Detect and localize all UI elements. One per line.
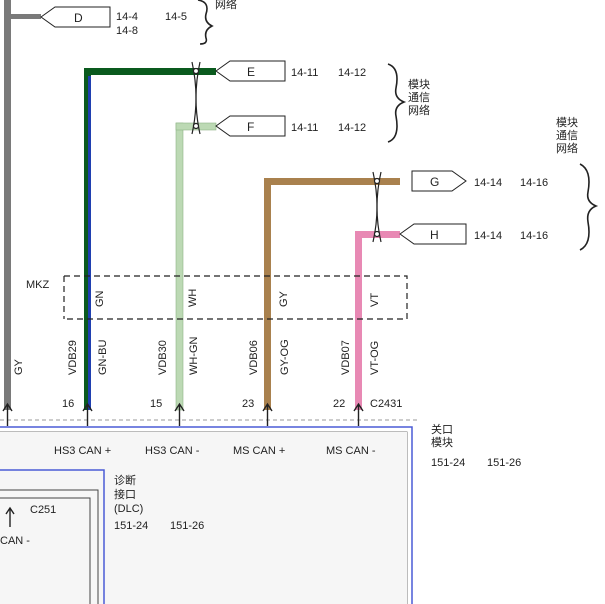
connector-e-ref-1: 14-11	[291, 67, 318, 79]
wire-gy-og	[264, 178, 400, 410]
gateway-pin-ms-can-minus: MS CAN -	[326, 445, 376, 457]
option-color-wh: WH	[187, 289, 199, 307]
twisted-pair-gh	[372, 171, 382, 243]
svg-text:通信: 通信	[556, 129, 578, 142]
gateway-ref-1: 151-24	[431, 457, 465, 469]
mkz-option-box: MKZ	[26, 275, 408, 320]
wire-gy	[4, 0, 11, 410]
dlc-name-1: 诊断	[114, 473, 136, 487]
dlc-ref-2: 151-26	[170, 520, 204, 532]
color-code-gy: GY	[13, 358, 25, 375]
connector-h-letter: H	[430, 228, 439, 242]
connector-h-ref-2: 14-16	[520, 230, 548, 242]
gateway-ref-2: 151-26	[487, 457, 521, 469]
connector-d: D 14-4 14-8 14-5	[40, 6, 187, 37]
network-label-right: 模块 通信 网络	[556, 116, 578, 155]
connector-h-ref-1: 14-14	[474, 230, 502, 242]
brace-right	[579, 163, 599, 251]
mkz-label: MKZ	[26, 279, 50, 291]
circuit-vdb07: VDB07	[340, 340, 352, 375]
svg-text:网络: 网络	[556, 141, 578, 155]
pin-terminals	[2, 402, 364, 426]
connector-g-ref-2: 14-16	[520, 177, 548, 189]
circuit-vdb06: VDB06	[248, 340, 260, 375]
connector-d-ref-2: 14-8	[116, 25, 138, 37]
brace-middle	[387, 63, 407, 143]
connector-e-letter: E	[247, 65, 255, 79]
connector-e: E 14-11 14-12	[215, 60, 366, 82]
connector-f-ref-2: 14-12	[338, 122, 366, 134]
pin-15: 15	[150, 398, 162, 410]
svg-text:通信: 通信	[408, 91, 430, 104]
dlc-connector-id: C251	[30, 504, 56, 516]
option-color-gy: GY	[278, 290, 290, 307]
wire-vt-og	[355, 231, 400, 410]
option-color-gn: GN	[94, 290, 106, 307]
svg-text:模块: 模块	[408, 78, 430, 91]
color-code-vt-og: VT-OG	[369, 341, 381, 375]
pin-16: 16	[62, 398, 74, 410]
pin-22: 22	[333, 398, 345, 410]
color-code-wh-gn: WH-GN	[188, 336, 200, 375]
gateway-pin-hs3-can-plus: HS3 CAN +	[54, 445, 111, 457]
dlc-pin-can-minus: CAN -	[0, 535, 30, 547]
connector-h: H 14-14 14-16	[399, 223, 548, 245]
connector-g-ref-1: 14-14	[474, 177, 502, 189]
circuit-vdb29: VDB29	[67, 340, 79, 375]
connector-f: F 14-11 14-12	[215, 115, 366, 137]
connector-g: G 14-14 14-16	[411, 170, 548, 192]
connector-d-ref-1: 14-4	[116, 11, 138, 23]
connector-f-ref-1: 14-11	[291, 122, 318, 134]
twisted-pair-ef	[191, 61, 201, 135]
network-label-middle: 模块 通信 网络	[408, 78, 430, 117]
gateway-name-1: 关口	[431, 422, 453, 436]
gateway-pin-ms-can-plus: MS CAN +	[233, 445, 285, 457]
connector-f-letter: F	[247, 120, 254, 134]
color-code-gn-bu: GN-BU	[97, 340, 109, 376]
gateway-name-2: 模块	[431, 436, 453, 449]
gateway-module	[0, 419, 418, 604]
connector-d-letter: D	[74, 11, 83, 25]
wire-d-lead	[11, 14, 41, 19]
gateway-pin-hs3-can-minus: HS3 CAN -	[145, 445, 200, 457]
connector-d-ref-3: 14-5	[165, 11, 187, 23]
dlc-name-2: 接口	[114, 488, 136, 501]
wire-gn-bu	[84, 68, 216, 410]
brace-top	[197, 0, 214, 45]
connector-id-c2431: C2431	[370, 398, 402, 410]
network-label-top: 网络	[215, 0, 237, 11]
svg-text:网络: 网络	[408, 103, 430, 117]
option-color-vt: VT	[369, 293, 381, 307]
svg-text:模块: 模块	[556, 116, 578, 129]
dlc-name-3: (DLC)	[114, 503, 143, 515]
pin-23: 23	[242, 398, 254, 410]
dlc-pin-terminal	[5, 506, 15, 527]
connector-e-ref-2: 14-12	[338, 67, 366, 79]
dlc-module	[0, 469, 105, 604]
circuit-vdb30: VDB30	[157, 340, 169, 375]
color-code-gy-og: GY-OG	[279, 339, 291, 375]
dlc-ref-1: 151-24	[114, 520, 148, 532]
connector-g-letter: G	[430, 175, 439, 189]
